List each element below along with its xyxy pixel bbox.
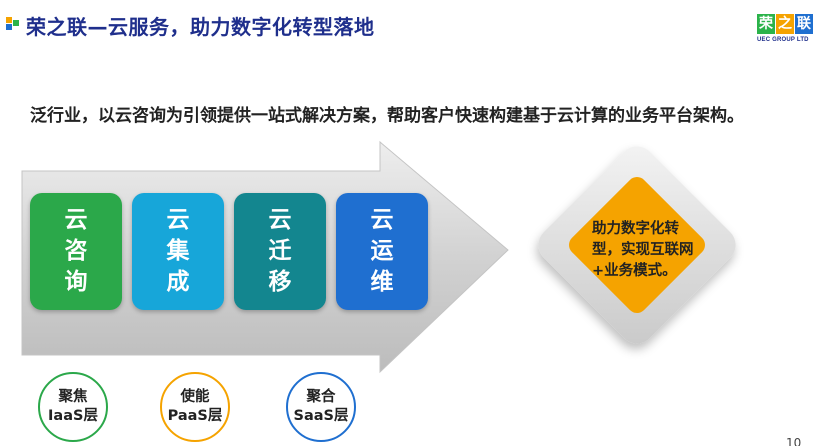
- page-title: 荣之联—云服务，助力数字化转型落地: [26, 15, 375, 39]
- layer-paas-circle: 使能 PaaS层: [160, 372, 230, 442]
- title-accent-icon: [6, 17, 20, 31]
- page-number: 10: [786, 436, 802, 446]
- subtitle: 泛行业，以云咨询为引领提供一站式解决方案，帮助客户快速构建基于云计算的业务平台架…: [30, 106, 744, 126]
- layer-iaas-line2: IaaS层: [48, 408, 98, 424]
- layer-paas-line2: PaaS层: [167, 408, 223, 424]
- logo-char: 荣: [757, 14, 775, 34]
- logo-char: 之: [776, 14, 794, 34]
- goal-text: 助力数字化转型，实现互联网+业务模式。: [592, 221, 694, 279]
- layer-saas-line1: 聚合: [306, 389, 336, 405]
- layer-paas-line1: 使能: [180, 389, 210, 405]
- layer-saas-circle: 聚合 SaaS层: [286, 372, 356, 442]
- step-cloud-consulting: 云咨询: [30, 193, 122, 310]
- layer-saas-line2: SaaS层: [293, 408, 349, 424]
- layer-iaas-line1: 聚焦: [58, 389, 88, 405]
- step-cloud-integration: 云集成: [132, 193, 224, 310]
- logo-caption: UEC GROUP LTD: [757, 37, 809, 43]
- layer-iaas-circle: 聚焦 IaaS层: [38, 372, 108, 442]
- logo-char: 联: [795, 14, 813, 34]
- company-logo: 荣 之 联 UEC GROUP LTD: [757, 14, 815, 58]
- step-cloud-operations: 云运维: [336, 193, 428, 310]
- step-cloud-migration: 云迁移: [234, 193, 326, 310]
